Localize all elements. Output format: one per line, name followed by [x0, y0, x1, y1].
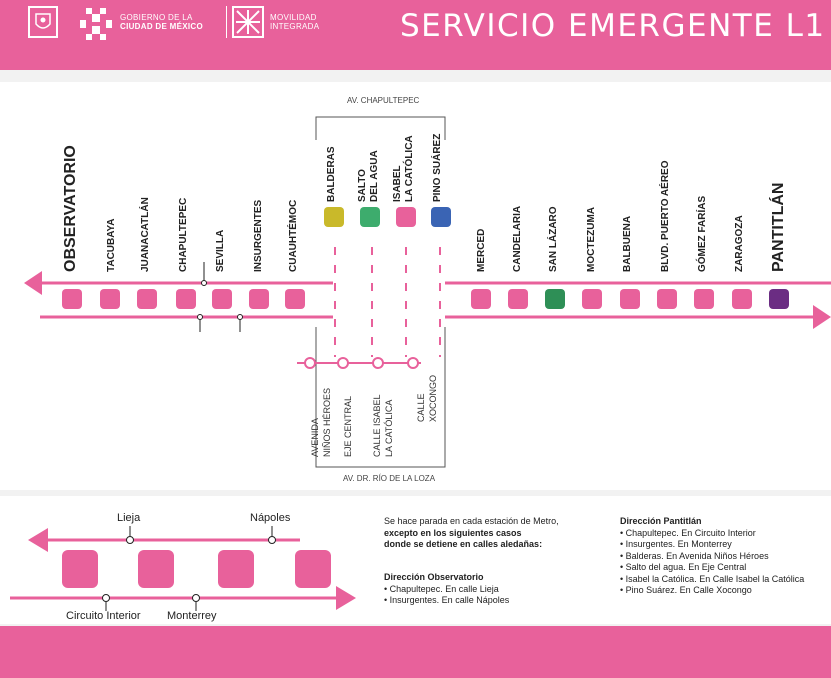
legend-monterrey: Monterrey: [167, 610, 217, 622]
balderas-icon: [324, 207, 344, 227]
gomez-farias-icon: [694, 289, 714, 309]
station-insurgentes: INSURGENTES: [253, 199, 264, 272]
legend-lines: [10, 526, 356, 611]
pantitlan-icon: [769, 289, 789, 309]
legend-napoles: Nápoles: [250, 512, 291, 524]
tacubaya-icon: [100, 289, 120, 309]
station-isabel-line1: ISABEL: [392, 165, 403, 202]
candelaria-icon: [508, 289, 528, 309]
station-merced: MERCED: [476, 228, 487, 272]
route-lines: [24, 116, 831, 468]
sevilla-icon: [212, 289, 232, 309]
station-san-lazaro: SAN LÁZARO: [548, 206, 559, 272]
stop-xocongo-line1: CALLE: [416, 393, 426, 422]
stop-avenida-line1: AVENIDA: [310, 418, 320, 457]
legend-intro: Se hace parada en cada estación de Metro…: [384, 516, 559, 549]
legend-sevilla-icon: [138, 550, 174, 588]
cuauhtemoc-icon: [285, 289, 305, 309]
stop-avenida-line2: NIÑOS HÉROES: [322, 387, 332, 457]
stop-eje-central: EJE CENTRAL: [343, 395, 353, 457]
av-chapultepec-label: AV. CHAPULTEPEC: [347, 96, 420, 105]
header-separator: [226, 6, 227, 38]
station-sevilla: SEVILLA: [215, 229, 226, 272]
station-salto-line2: DEL AGUA: [369, 150, 380, 202]
salto-del-agua-icon: [360, 207, 380, 227]
moctezuma-icon: [582, 289, 602, 309]
legend-observatorio: Dirección Observatorio • Chapultepec. En…: [384, 572, 510, 605]
station-tacubaya: TACUBAYA: [106, 218, 117, 272]
blvd-puerto-aereo-icon: [657, 289, 677, 309]
legend-circuito-interior: Circuito Interior: [66, 610, 141, 622]
legend-insurgentes-icon: [218, 550, 254, 588]
legend-chapultepec-icon: [62, 550, 98, 588]
observatorio-icon: [62, 289, 82, 309]
pino-suarez-icon: [431, 207, 451, 227]
station-juanacatlan: JUANACATLÁN: [140, 197, 151, 272]
isabel-la-catolica-icon: [396, 207, 416, 227]
san-lazaro-icon: [545, 289, 565, 309]
header-bar: GOBIERNO DE LA CIUDAD DE MÉXICO MOVILIDA…: [0, 0, 831, 70]
station-moctezuma: MOCTEZUMA: [586, 207, 597, 272]
station-isabel-line2: LA CATÓLICA: [404, 135, 415, 202]
station-gomez-farias: GÓMEZ FARÍAS: [697, 195, 708, 272]
station-cuauhtemoc: CUAUHTÉMOC: [288, 199, 299, 272]
cdmx-logo-icon: [80, 8, 112, 40]
insurgentes-icon: [249, 289, 269, 309]
legend-pantitlan: Dirección Pantitlán • Chapultepec. En Ci…: [620, 516, 805, 595]
station-salto-line1: SALTO: [357, 169, 368, 202]
station-balderas: BALDERAS: [326, 146, 337, 202]
merced-icon: [471, 289, 491, 309]
stop-xocongo-line2: XOCONGO: [428, 374, 438, 422]
chapultepec-icon: [176, 289, 196, 309]
movilidad-line-1: MOVILIDAD: [270, 13, 317, 22]
station-chapultepec: CHAPULTEPEC: [178, 197, 189, 272]
legend-panel: Lieja Nápoles Circuito Interior Monterre…: [0, 496, 831, 624]
station-blvd-puerto-aereo: BLVD. PUERTO AÉREO: [660, 160, 671, 273]
stop-isabel-line2: LA CATÓLICA: [384, 399, 394, 457]
station-candelaria: CANDELARIA: [512, 205, 523, 272]
legend-cuauhtemoc-icon: [295, 550, 331, 588]
balbuena-icon: [620, 289, 640, 309]
zaragoza-icon: [732, 289, 752, 309]
juanacatlan-icon: [137, 289, 157, 309]
gov-line-1: GOBIERNO DE LA: [120, 13, 193, 22]
cdmx-shield-icon: [28, 6, 58, 38]
movilidad-logo-icon: [232, 6, 264, 38]
av-rio-loza-label: AV. DR. RÍO DE LA LOZA: [343, 474, 436, 483]
station-pino-suarez: PINO SUÁREZ: [432, 133, 443, 202]
gov-line-2: CIUDAD DE MÉXICO: [120, 22, 204, 31]
station-zaragoza: ZARAGOZA: [734, 215, 745, 272]
station-balbuena: BALBUENA: [622, 215, 633, 272]
stop-isabel-line1: CALLE ISABEL: [372, 394, 382, 457]
legend-lieja: Lieja: [117, 512, 141, 524]
movilidad-line-2: INTEGRADA: [270, 22, 320, 31]
footer-bar: [0, 626, 831, 678]
station-observatorio: OBSERVATORIO: [62, 145, 79, 272]
page-title: SERVICIO EMERGENTE L1: [400, 8, 826, 44]
route-map: AV. CHAPULTEPEC AV. DR. RÍO DE LA LOZA O…: [0, 82, 831, 490]
station-pantitlan: PANTITLÁN: [770, 182, 787, 272]
